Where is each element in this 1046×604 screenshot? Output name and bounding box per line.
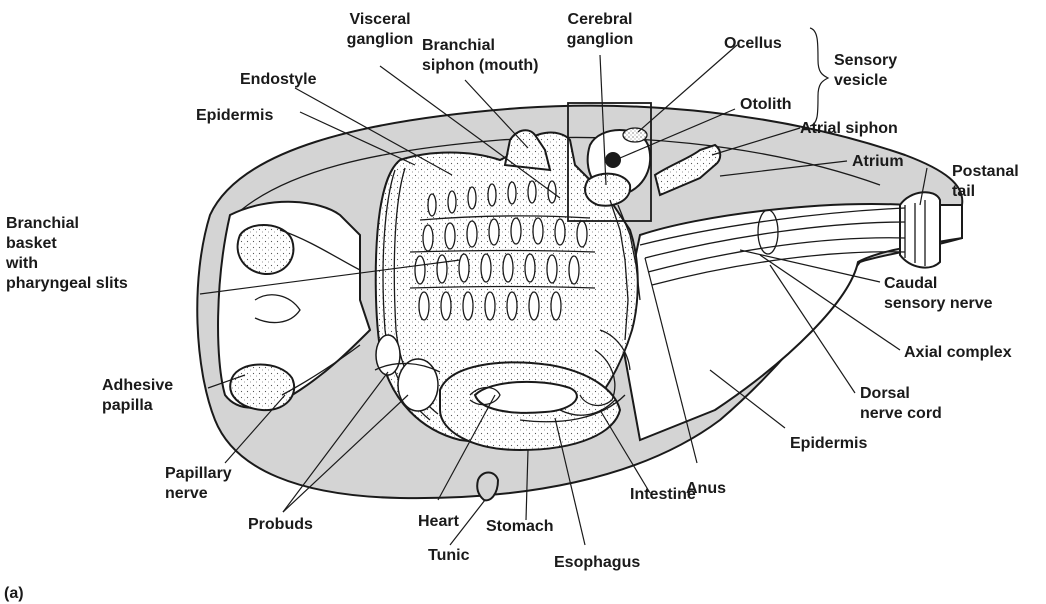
- label-atrium: Atrium: [852, 153, 904, 170]
- label-epidermis-top: Epidermis: [196, 107, 273, 124]
- label-esophagus: Esophagus: [554, 554, 640, 571]
- label-axial-complex: Axial complex: [904, 344, 1012, 361]
- label-endostyle: Endostyle: [240, 71, 317, 88]
- sensory-vesicle-brace: [810, 28, 828, 126]
- panel-label: (a): [4, 585, 24, 602]
- label-intestine: Intestine: [630, 486, 696, 503]
- probud-1: [376, 335, 400, 375]
- adhesive-papilla-bottom: [230, 365, 294, 411]
- label-otolith: Otolith: [740, 96, 792, 113]
- stomach-shape: [475, 382, 577, 413]
- ocellus-shape: [623, 128, 647, 142]
- tunic-bump: [477, 473, 498, 501]
- label-atrial-siphon: Atrial siphon: [800, 120, 898, 137]
- otolith-shape: [605, 152, 621, 168]
- label-ocellus: Ocellus: [724, 35, 782, 52]
- label-heart: Heart: [418, 513, 460, 530]
- probud-2: [398, 359, 438, 411]
- label-epidermis-bottom: Epidermis: [790, 435, 867, 452]
- cerebral-ganglion-shape: [585, 174, 630, 206]
- label-probuds: Probuds: [248, 516, 313, 533]
- label-tunic: Tunic: [428, 547, 470, 564]
- label-stomach: Stomach: [486, 518, 554, 535]
